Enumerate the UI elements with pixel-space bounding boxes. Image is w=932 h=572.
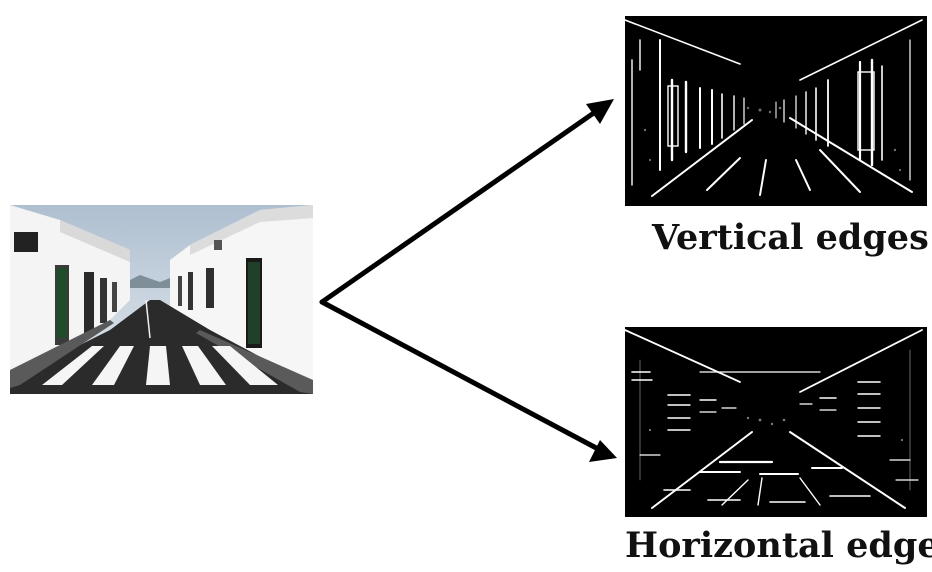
arrow-to-vertical bbox=[319, 99, 614, 305]
vertical-edges-caption: Vertical edges bbox=[652, 217, 929, 258]
arrow-to-horizontal bbox=[319, 299, 617, 462]
vertical-edges-image bbox=[624, 16, 927, 206]
horizontal-edges-image bbox=[624, 327, 927, 517]
crosswalk-stripes bbox=[42, 346, 278, 385]
original-street-photo bbox=[10, 205, 313, 394]
arrowhead-icon bbox=[589, 440, 617, 462]
horizontal-edges-caption: Horizontal edges bbox=[625, 525, 932, 566]
arrowhead-icon bbox=[586, 99, 614, 124]
